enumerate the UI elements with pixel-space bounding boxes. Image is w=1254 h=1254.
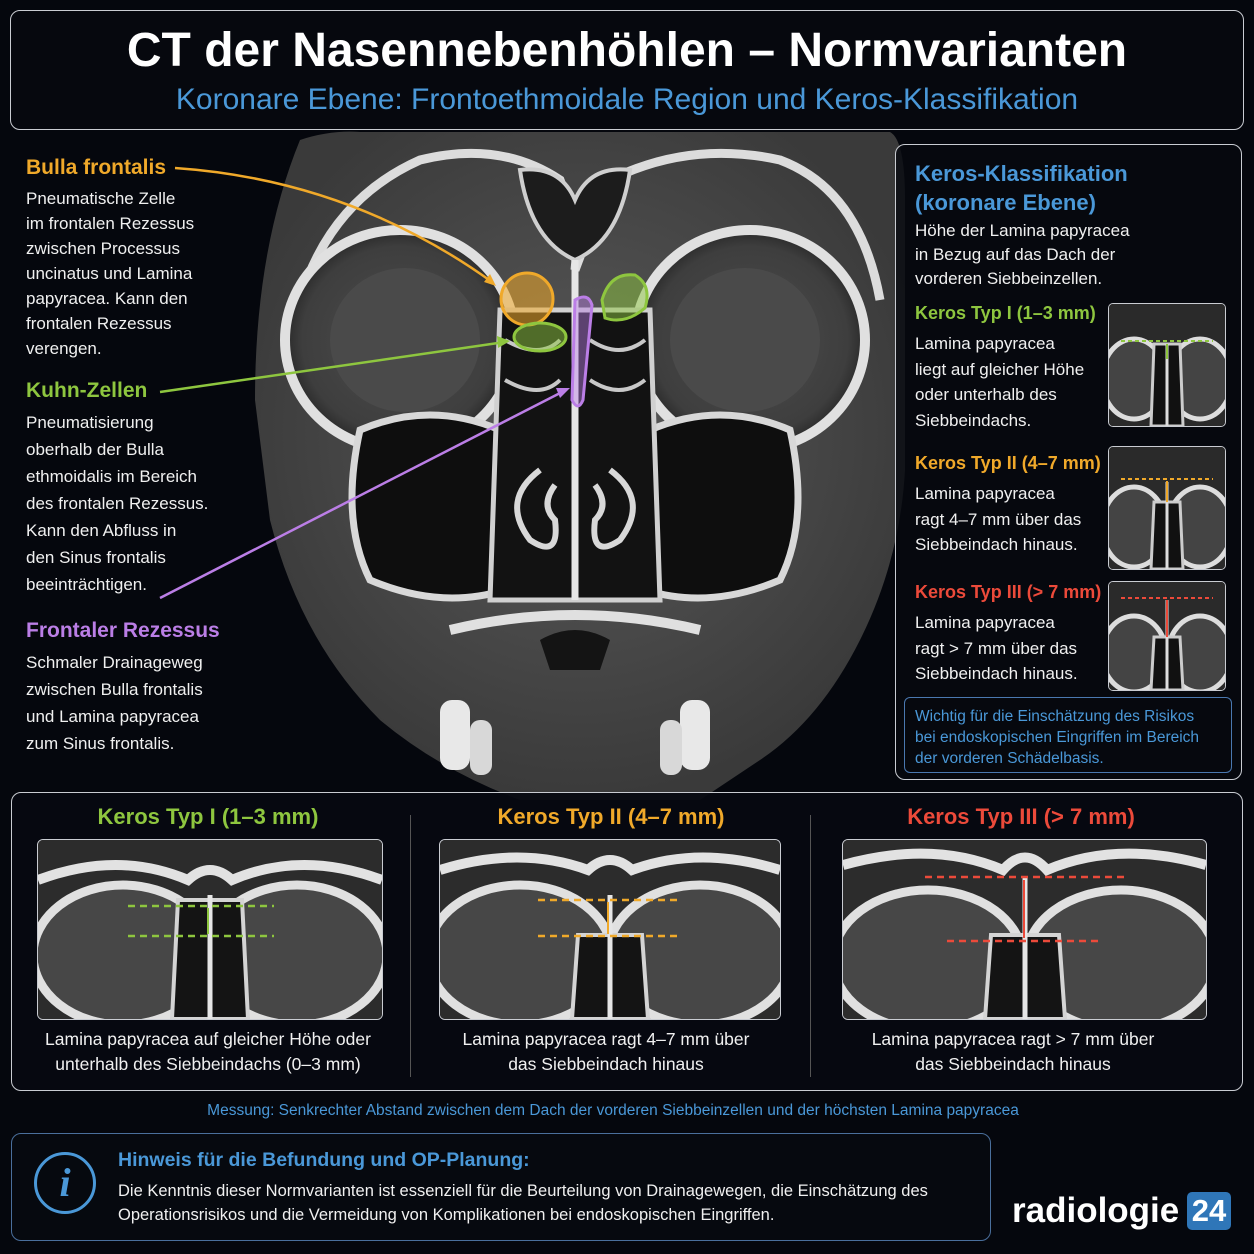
kuhn-zellen-text: Pneumatisierung oberhalb der Bulla ethmo…	[26, 413, 209, 594]
info-title: Hinweis für die Befundung und OP-Planung…	[118, 1149, 530, 1171]
kuhn-pointer	[159, 340, 506, 394]
bulla-frontalis-title: Bulla frontalis	[26, 156, 167, 179]
keros-note-text: Wichtig für die Einschätzung des Risikos…	[915, 708, 1200, 767]
kuhn-cell-right-highlight	[600, 273, 649, 322]
comparison-divider-2	[810, 815, 811, 1077]
frontaler-rezessus-highlight	[570, 295, 594, 408]
keros-type3-text: Lamina papyracea ragt > 7 mm über das Si…	[915, 613, 1078, 683]
keros-panel-intro: Höhe der Lamina papyracea in Bezug auf d…	[915, 221, 1130, 288]
info-box: i Hinweis für die Befundung und OP-Planu…	[11, 1133, 991, 1241]
comparison-type1-image	[37, 839, 383, 1020]
measurement-note: Messung: Senkrechter Abstand zwischen de…	[207, 1102, 1019, 1119]
frontaler-rezessus-text: Schmaler Drainageweg zwischen Bulla fron…	[26, 653, 203, 753]
brand-name: radiologie	[1012, 1191, 1180, 1230]
frontaler-rezessus-title: Frontaler Rezessus	[26, 619, 220, 642]
keros-type2-title: Keros Typ II (4–7 mm)	[915, 453, 1101, 473]
kuhn-cell-left-highlight	[512, 321, 568, 353]
keros-type1-title: Keros Typ I (1–3 mm)	[915, 303, 1096, 323]
keros-type1-text: Lamina papyracea liegt auf gleicher Höhe…	[915, 334, 1085, 430]
info-icon-letter: i	[59, 1160, 71, 1205]
bulla-frontalis-text: Pneumatische Zelle im frontalen Rezessus…	[26, 189, 195, 358]
info-icon: i	[34, 1152, 96, 1214]
rezessus-pointer	[159, 388, 567, 600]
comparison-type1-caption: Lamina papyracea auf gleicher Höhe oder …	[45, 1029, 371, 1074]
keros-panel-title: Keros-Klassifikation (koronare Ebene)	[915, 161, 1128, 215]
comparison-divider-1	[410, 815, 411, 1077]
page-title: CT der Nasennebenhöhlen – Normvarianten	[126, 24, 1128, 77]
kuhn-zellen-title: Kuhn-Zellen	[26, 379, 148, 402]
comparison-type2-title: Keros Typ II (4–7 mm)	[497, 804, 725, 829]
info-text: Die Kenntnis dieser Normvarianten ist es…	[118, 1182, 928, 1224]
keros-type1-thumbnail	[1108, 303, 1226, 427]
comparison-type3-title: Keros Typ III (> 7 mm)	[907, 804, 1135, 829]
comparison-type3-caption: Lamina papyracea ragt > 7 mm über das Si…	[871, 1029, 1155, 1074]
header-panel: CT der Nasennebenhöhlen – Normvarianten …	[10, 10, 1244, 130]
keros-type3-thumbnail	[1108, 581, 1226, 691]
keros-type2-thumbnail	[1108, 446, 1226, 570]
keros-type3-title: Keros Typ III (> 7 mm)	[915, 582, 1102, 602]
brand-number: 24	[1186, 1192, 1232, 1230]
brand-logo: radiologie 24	[1012, 1188, 1232, 1234]
comparison-type3-image	[842, 839, 1207, 1020]
comparison-type2-caption: Lamina papyracea ragt 4–7 mm über das Si…	[462, 1029, 750, 1074]
page-subtitle: Koronare Ebene: Frontoethmoidale Region …	[175, 83, 1079, 116]
comparison-type1-title: Keros Typ I (1–3 mm)	[97, 804, 319, 829]
bulla-frontalis-highlight	[499, 271, 555, 327]
comparison-type2-image	[439, 839, 781, 1020]
bulla-pointer	[174, 166, 493, 284]
keros-type2-text: Lamina papyracea ragt 4–7 mm über das Si…	[915, 484, 1082, 554]
keros-note-box: Wichtig für die Einschätzung des Risikos…	[904, 697, 1232, 773]
